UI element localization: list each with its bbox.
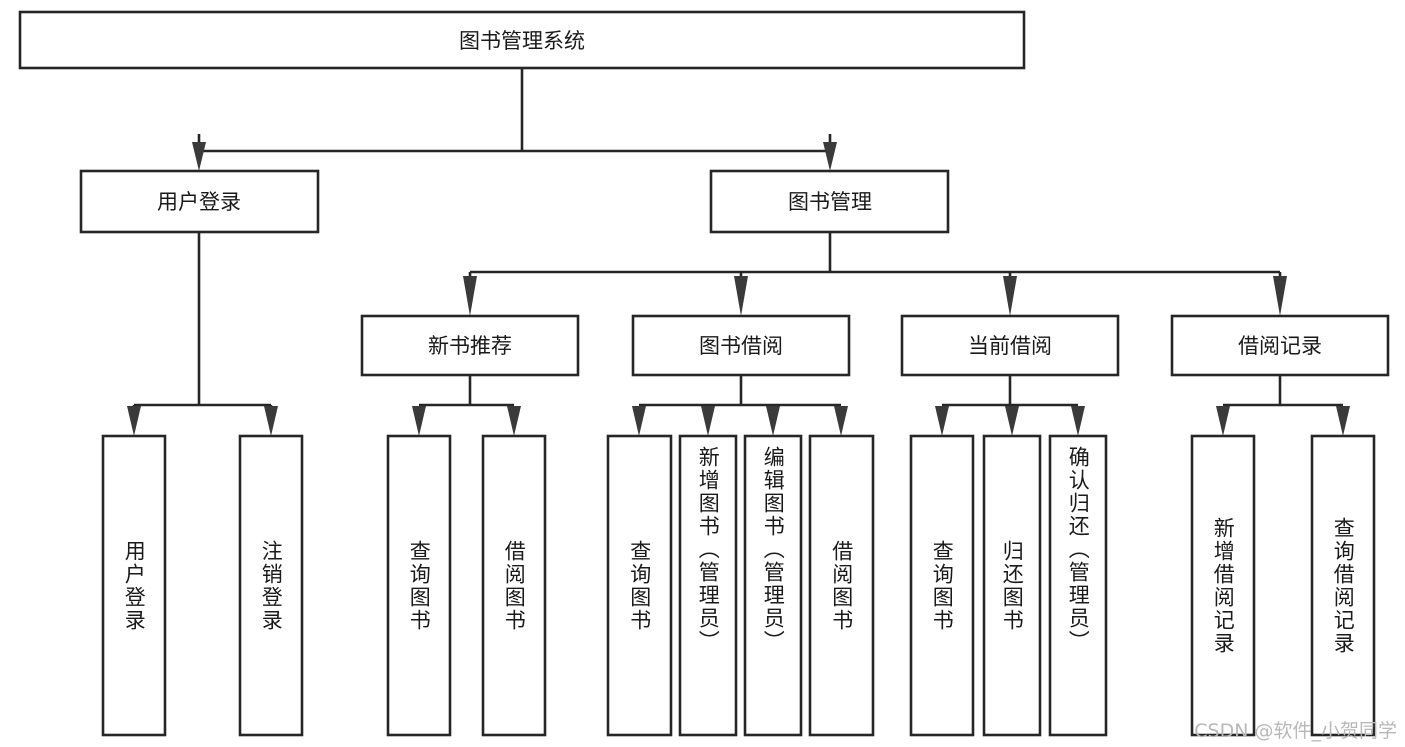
node-user-login[interactable]: 用户登录 — [79, 169, 320, 234]
node-borrow-record-box[interactable] — [1170, 314, 1390, 377]
arrow-head-leaf-edit-book-admin — [766, 406, 780, 436]
node-book-management[interactable]: 图书管理 — [709, 169, 950, 234]
leaf-box-query-book-1[interactable] — [386, 434, 452, 737]
node-book-borrow[interactable]: 图书借阅 — [631, 314, 851, 377]
node-user-login-box[interactable] — [79, 169, 320, 234]
node-book-borrow-box[interactable] — [631, 314, 851, 377]
arrow-head-leaf-logout-login — [264, 406, 278, 436]
arrow-head-borrow-record — [1273, 276, 1287, 316]
leaf-box-layer — [101, 434, 1376, 737]
node-book-management-label: 图书管理 — [788, 190, 872, 214]
node-new-book-recommend-label: 新书推荐 — [428, 334, 512, 358]
leaf-box-query-borrow-record[interactable] — [1310, 434, 1376, 737]
node-root-box[interactable] — [18, 10, 1026, 70]
arrow-head-leaf-confirm-return-admin — [1071, 406, 1085, 436]
leaf-box-confirm-return-admin[interactable] — [1048, 434, 1108, 737]
leaf-box-user-login[interactable] — [101, 434, 167, 737]
leaf-box-logout-login[interactable] — [238, 434, 304, 737]
arrow-head-new-book-recommend — [463, 276, 477, 316]
arrow-head-leaf-query-book-2 — [632, 406, 646, 436]
arrow-head-leaf-query-book-1 — [412, 406, 426, 436]
leaf-box-add-book-admin[interactable] — [678, 434, 738, 737]
arrow-head-user-login — [192, 142, 206, 171]
leaf-box-query-book-3[interactable] — [909, 434, 975, 737]
arrow-head-book-management — [823, 142, 837, 171]
leaf-box-return-book[interactable] — [982, 434, 1042, 737]
arrow-head-leaf-add-borrow-record — [1216, 406, 1230, 436]
node-current-borrow-box[interactable] — [900, 314, 1120, 377]
node-borrow-record-label: 借阅记录 — [1238, 334, 1322, 358]
node-borrow-record[interactable]: 借阅记录 — [1170, 314, 1390, 377]
arrow-head-leaf-query-borrow-record — [1336, 406, 1350, 436]
node-book-borrow-label: 图书借阅 — [699, 334, 783, 358]
node-root[interactable]: 图书管理系统 — [18, 10, 1026, 70]
arrow-head-book-borrow — [734, 276, 748, 316]
node-user-login-label: 用户登录 — [157, 190, 241, 214]
arrow-head-leaf-return-book — [1005, 406, 1019, 436]
node-root-label: 图书管理系统 — [459, 29, 585, 53]
leaf-box-add-borrow-record[interactable] — [1190, 434, 1256, 737]
leaf-box-borrow-book-2[interactable] — [808, 434, 875, 737]
node-new-book-recommend-box[interactable] — [360, 314, 580, 377]
arrow-head-leaf-borrow-book-2 — [834, 406, 848, 436]
arrow-head-leaf-query-book-3 — [935, 406, 949, 436]
node-current-borrow-label: 当前借阅 — [968, 334, 1052, 358]
node-new-book-recommend[interactable]: 新书推荐 — [360, 314, 580, 377]
leaf-box-borrow-book-1[interactable] — [481, 434, 547, 737]
arrow-head-leaf-add-book-admin — [701, 406, 715, 436]
leaf-box-query-book-2[interactable] — [606, 434, 673, 737]
node-current-borrow[interactable]: 当前借阅 — [900, 314, 1120, 377]
arrow-head-leaf-borrow-book-1 — [507, 406, 521, 436]
arrow-head-leaf-user-login — [127, 406, 141, 436]
node-book-management-box[interactable] — [709, 169, 950, 234]
arrow-head-current-borrow — [1003, 276, 1017, 316]
leaf-box-edit-book-admin[interactable] — [743, 434, 803, 737]
connector-layer — [127, 68, 1350, 436]
